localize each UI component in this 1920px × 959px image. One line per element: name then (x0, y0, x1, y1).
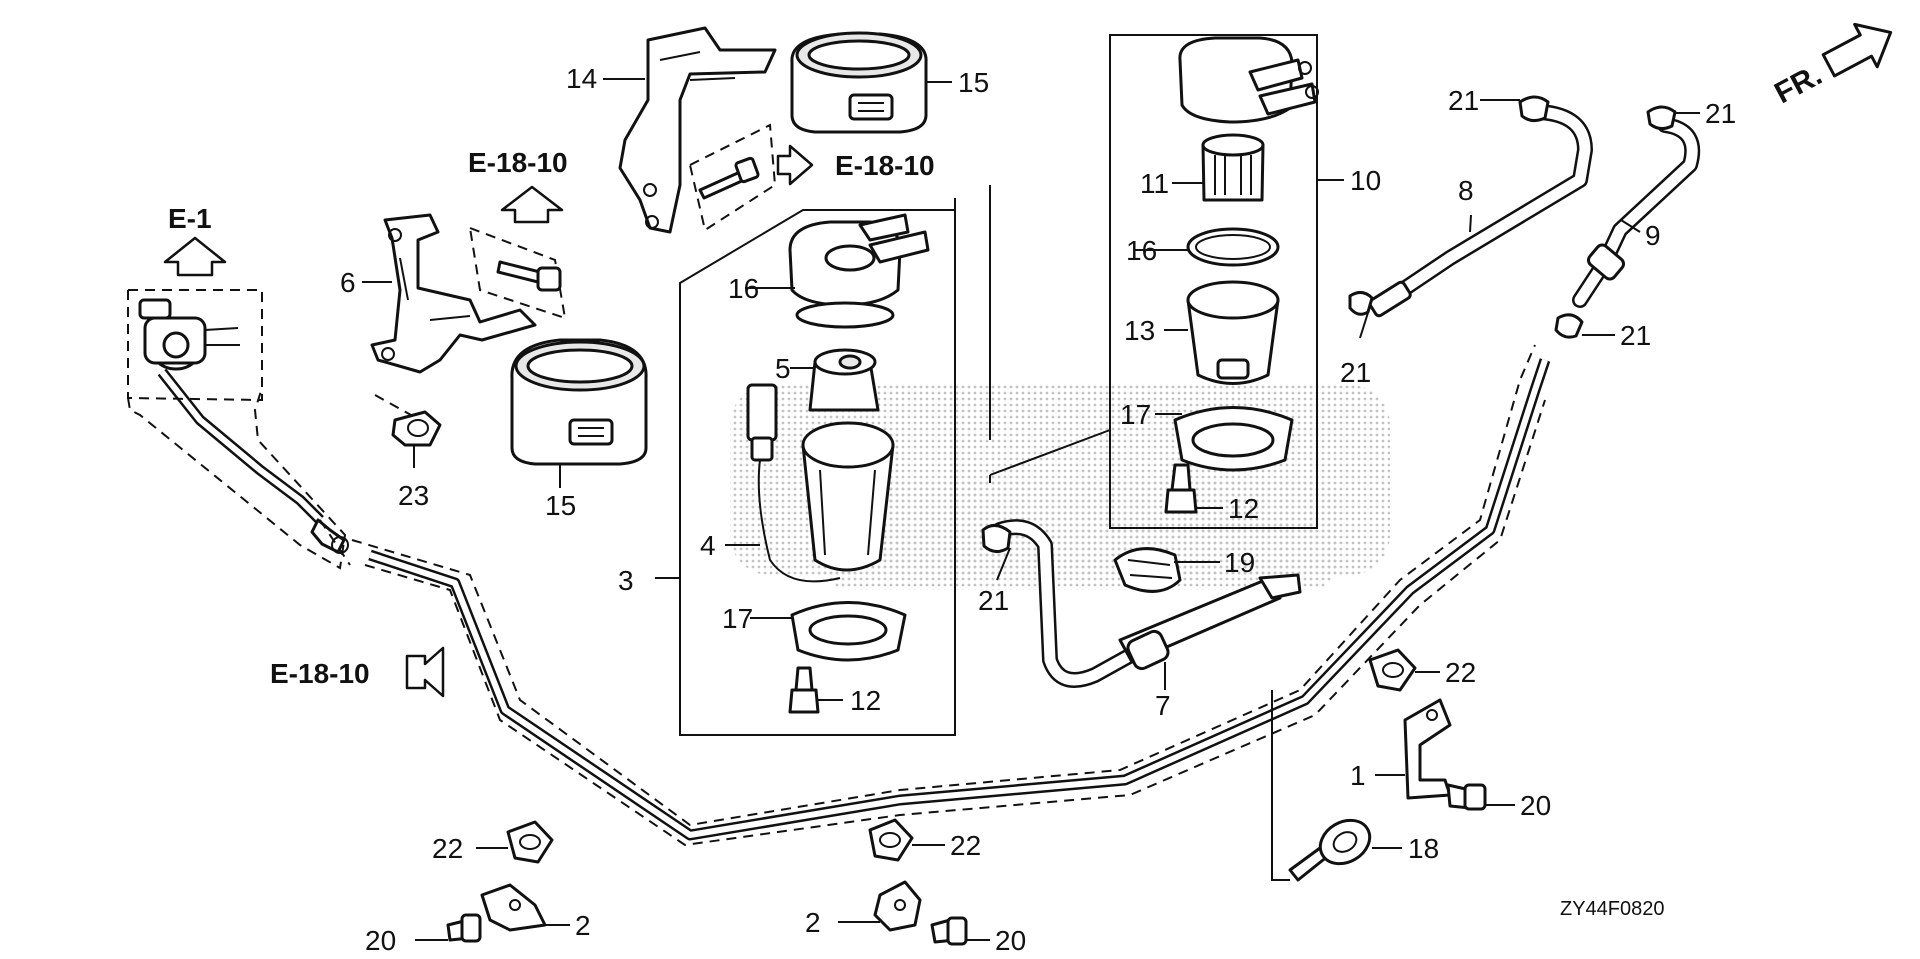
bolt-18 (1271, 690, 1372, 882)
svg-text:E-18-10: E-18-10 (270, 658, 370, 689)
svg-text:E-18-10: E-18-10 (835, 150, 935, 181)
callout-15-top: 15 (958, 67, 989, 98)
bracket-14 (618, 26, 777, 234)
callout-21-center: 21 (978, 585, 1009, 616)
filter-assembly-10 (989, 34, 1319, 529)
callout-1: 1 (1350, 760, 1366, 791)
hose-clamps (981, 95, 1677, 593)
leader-lines (362, 78, 1700, 941)
diagram-code: ZY44F0820 (1560, 898, 1665, 920)
svg-text:E-18-10: E-18-10 (468, 147, 568, 178)
callout-22-left: 22 (432, 833, 463, 864)
hose-7 (992, 519, 1302, 688)
clip-22-left (506, 820, 554, 864)
callout-14: 14 (566, 63, 597, 94)
callout-19: 19 (1224, 547, 1255, 578)
clip-22-right (1368, 648, 1417, 692)
callout-9: 9 (1645, 220, 1661, 251)
callout-20-right: 20 (1520, 790, 1551, 821)
reference-e18-10-upper-mid[interactable]: E-18-10 (776, 144, 935, 186)
callout-16-right: 16 (1126, 235, 1157, 266)
callout-22-right: 22 (1445, 657, 1476, 688)
callout-5: 5 (775, 353, 791, 384)
filter-assembly-3 (679, 198, 956, 736)
callout-21-top-left: 21 (1448, 85, 1479, 116)
callout-2-middle: 2 (805, 907, 821, 938)
main-fuel-pipe (127, 344, 1551, 847)
callout-3: 3 (618, 565, 634, 596)
cover-15-left (510, 338, 648, 466)
reference-e18-10-left[interactable]: E-18-10 (270, 646, 445, 698)
reference-e1[interactable]: E-1 (163, 203, 227, 277)
bolt-assembly-14 (688, 123, 777, 232)
hose-9 (1572, 117, 1701, 308)
bolt-20-left (446, 913, 482, 943)
callout-12-left: 12 (850, 685, 881, 716)
callout-8: 8 (1458, 175, 1474, 206)
pipe-joint-left (310, 518, 351, 566)
callout-21-top-right: 21 (1705, 98, 1736, 129)
callout-12-right: 12 (1228, 493, 1259, 524)
callout-13: 13 (1124, 315, 1155, 346)
callout-2-left: 2 (575, 910, 591, 941)
callout-16-left: 16 (728, 273, 759, 304)
callout-17-right: 17 (1120, 399, 1151, 430)
callout-21-right: 21 (1620, 320, 1651, 351)
cover-15-top (790, 31, 928, 134)
callout-15-left: 15 (545, 490, 576, 521)
bracket-1 (1403, 698, 1452, 800)
callout-labels: 14 15 6 23 15 16 5 4 3 17 12 11 16 13 17… (340, 63, 1736, 956)
bracket-2-left (480, 883, 547, 932)
bracket-6 (370, 213, 537, 374)
callout-18: 18 (1408, 833, 1439, 864)
callout-20-middle: 20 (995, 925, 1026, 956)
callout-11: 11 (1140, 168, 1169, 199)
svg-text:E-1: E-1 (168, 203, 212, 234)
callout-23: 23 (398, 480, 429, 511)
hose-8 (1368, 104, 1593, 318)
callout-7: 7 (1155, 690, 1171, 721)
bracket-2-middle (873, 880, 922, 932)
bolt-20-right (1446, 783, 1487, 811)
front-direction-indicator: FR. (1769, 22, 1893, 110)
callout-4: 4 (700, 530, 716, 561)
reference-e18-10-upper-left[interactable]: E-18-10 (468, 147, 568, 224)
clip-22-middle (868, 818, 914, 862)
bolt-20-middle (930, 916, 968, 946)
bolt-assembly-6 (468, 226, 567, 320)
callout-10: 10 (1350, 165, 1381, 196)
callout-22-middle: 22 (950, 830, 981, 861)
callout-21-mid: 21 (1340, 357, 1371, 388)
svg-text:FR.: FR. (1769, 58, 1827, 110)
fuel-pump-assembly (127, 289, 263, 402)
callout-6: 6 (340, 267, 356, 298)
grommet-23 (374, 394, 442, 447)
callout-20-left: 20 (365, 925, 396, 956)
callout-17-left: 17 (722, 603, 753, 634)
